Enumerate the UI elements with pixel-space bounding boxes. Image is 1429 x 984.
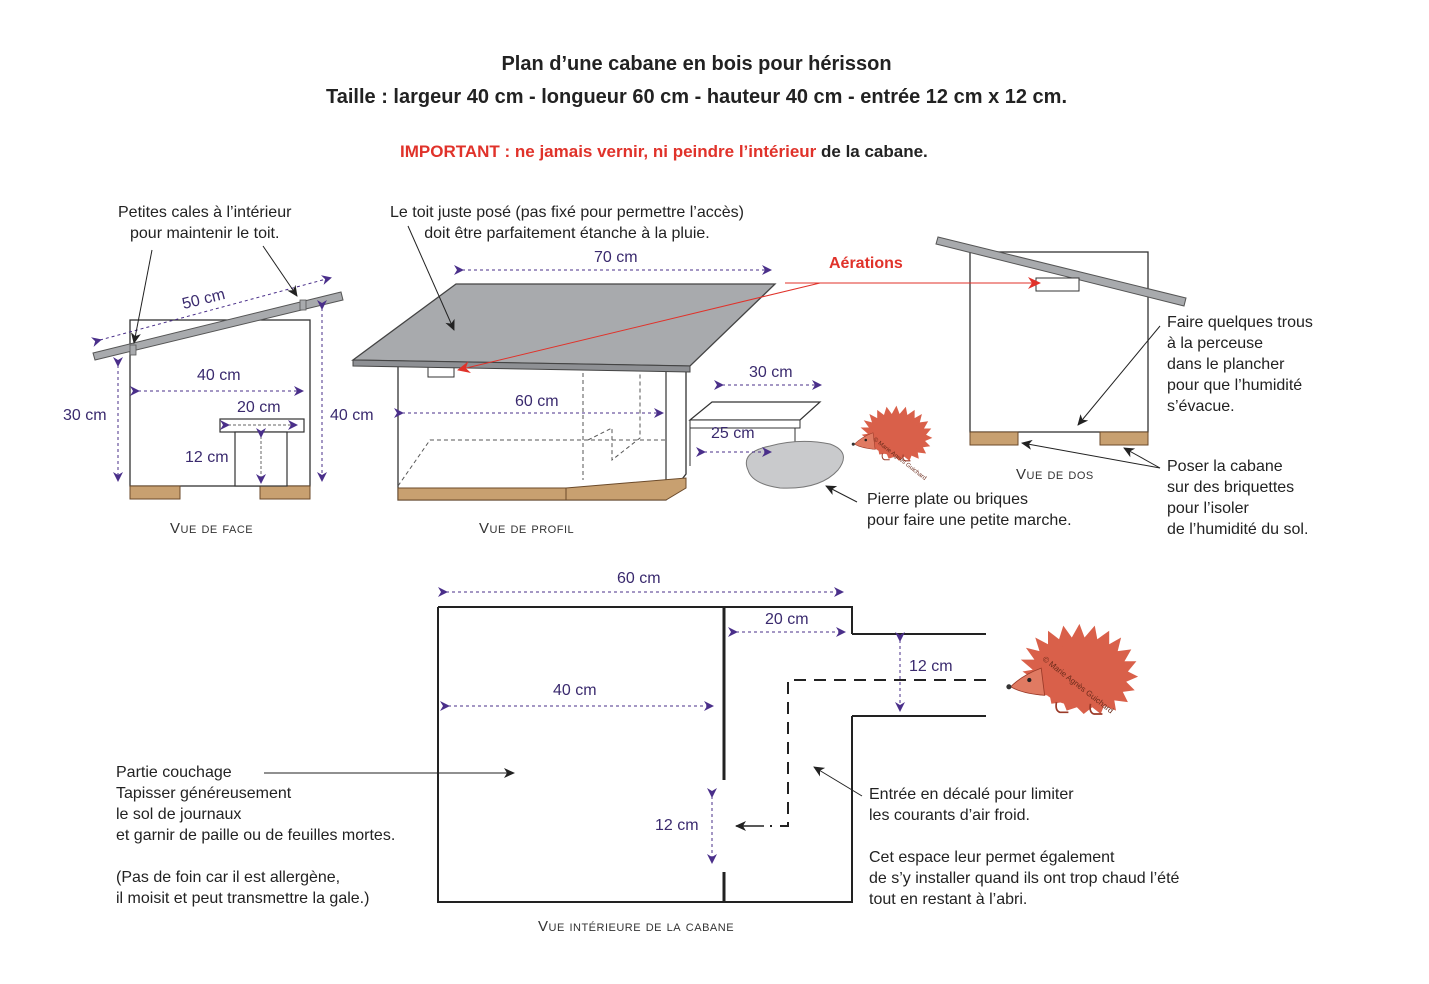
note-line: Pierre plate ou briques [867,491,1028,508]
note-line: sur des briquettes [1167,479,1295,496]
note-line: de s’y installer quand ils ont trop chau… [869,870,1180,887]
note-briquettes: Poser la cabane sur des briquettes pour … [1167,456,1308,540]
caption-front: Vue de face [170,520,254,537]
interior-plan [264,587,986,903]
hedgehog-icon: © Marie Agnès Guichard [851,405,933,482]
note-line: s’évacue. [1167,398,1235,415]
note-line: tout en restant à l’abri. [869,891,1028,908]
note-line: Faire quelques trous [1167,314,1313,331]
side-view [351,225,858,503]
important-note: IMPORTANT : ne jamais vernir, ni peindre… [400,142,928,162]
note-cales: Petites cales à l’intérieur pour mainten… [118,202,291,244]
note-line: Petites cales à l’intérieur [118,204,292,221]
note-line: pour maintenir le toit. [130,225,280,242]
note-line: Le toit juste posé (pas fixé pour permet… [390,204,744,221]
note-line: Tapisser généreusement [116,785,292,802]
note-aerations: Aérations [829,255,903,272]
dim-front-door-width: 20 cm [237,399,281,416]
page-title: Plan d’une cabane en bois pour hérisson [501,53,892,75]
note-line [116,846,395,867]
dim-plan-length: 60 cm [617,570,661,587]
dim-side-length: 60 cm [515,393,559,410]
note-line: pour que l’humidité [1167,377,1303,394]
note-couchage: Partie couchage Tapisser généreusement l… [116,762,395,909]
note-line: Cet espace leur permet également [869,849,1115,866]
dim-side-step-depth: 25 cm [711,425,755,442]
dim-front-height-right: 40 cm [330,407,374,424]
important-red: IMPORTANT : ne jamais vernir, ni peindre… [400,142,817,161]
caption-interior: Vue intérieure de la cabane [538,918,735,935]
note-toit: Le toit juste posé (pas fixé pour permet… [390,202,744,244]
hedgehog-icon: © Marie Agnès Guichard [1005,623,1139,715]
dim-plan-corridor: 20 cm [765,611,809,628]
dim-plan-entry: 12 cm [909,658,953,675]
note-line: et garnir de paille ou de feuilles morte… [116,827,396,844]
note-line: pour faire une petite marche. [867,512,1072,529]
note-line [869,826,1179,847]
note-line: les courants d’air froid. [869,807,1030,824]
note-pierre: Pierre plate ou briques pour faire une p… [867,489,1072,531]
back-view [935,236,1187,469]
note-trous: Faire quelques trous à la perceuse dans … [1167,312,1313,417]
note-entree: Entrée en décalé pour limiter les couran… [869,784,1179,910]
note-line: (Pas de foin car il est allergène, [116,869,341,886]
aerations-pointers [457,277,1041,374]
dim-plan-gap: 12 cm [655,817,699,834]
note-line: doit être parfaitement étanche à la plui… [424,225,710,242]
note-line: Partie couchage [116,764,232,781]
front-view [90,245,344,500]
important-rest: de la cabane. [816,142,928,161]
dim-side-step-width: 30 cm [749,364,793,381]
note-line: de l’humidité du sol. [1167,521,1309,538]
caption-side: Vue de profil [479,520,575,537]
note-line: Poser la cabane [1167,458,1283,475]
dim-front-width: 40 cm [197,367,241,384]
note-line: le sol de journaux [116,806,242,823]
note-line: dans le plancher [1167,356,1285,373]
dim-plan-inner: 40 cm [553,682,597,699]
note-line: il moisit et peut transmettre la gale.) [116,890,370,907]
note-line: à la perceuse [1167,335,1264,352]
dim-front-door-height: 12 cm [185,449,229,466]
size-line: Taille : largeur 40 cm - longueur 60 cm … [325,86,1068,108]
caption-back: Vue de dos [1016,466,1094,483]
note-line: Entrée en décalé pour limiter [869,786,1074,803]
note-line: pour l’isoler [1167,500,1249,517]
dim-front-height-left: 30 cm [63,407,107,424]
dim-side-roof: 70 cm [594,249,638,266]
